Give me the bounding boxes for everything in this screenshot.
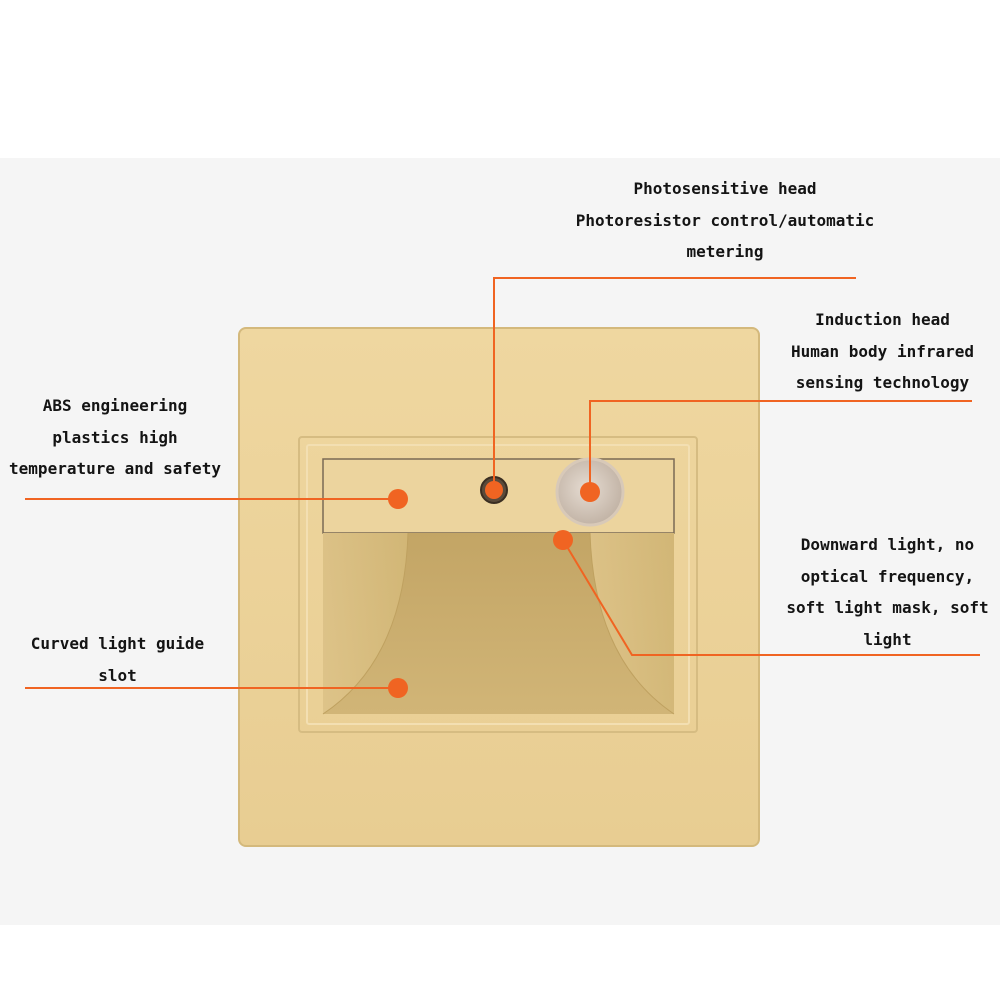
callout-dots [388, 481, 600, 698]
label-photosensitive-head: Photosensitive head Photoresistor contro… [540, 173, 910, 268]
label-line: plastics high [52, 427, 178, 447]
label-line: soft light mask, soft [786, 598, 989, 617]
label-line: ABS engineering [42, 396, 188, 415]
leader-downward [562, 539, 980, 656]
label-curved-light-guide: Curved light guide slot [10, 628, 225, 691]
dot-curved [388, 678, 408, 698]
label-line: slot [98, 665, 137, 685]
label-line: Curved light guide [30, 634, 205, 653]
label-line: Photosensitive head [633, 179, 817, 198]
label-induction-head: Induction head Human body infrared sensi… [770, 304, 995, 399]
curved-guide-right [590, 533, 674, 714]
dot-abs [388, 489, 408, 509]
curved-guide-edge-right [589, 532, 675, 715]
label-downward-light: Downward light, no optical frequency, so… [775, 529, 1000, 655]
label-line: Photoresistor control/automatic [575, 210, 875, 230]
label-line: Downward light, no [800, 535, 975, 554]
label-line: temperature and safety [9, 459, 221, 478]
label-line: sensing technology [795, 373, 970, 392]
dot-photosensitive [485, 481, 503, 499]
label-line: optical frequency, [800, 566, 975, 586]
dot-induction [580, 482, 600, 502]
dot-downward [553, 530, 573, 550]
leader-lines [25, 277, 980, 689]
curved-guide-left [323, 533, 408, 714]
label-abs-plastics: ABS engineering plastics high temperatur… [0, 390, 230, 485]
leader-induction [589, 400, 972, 492]
label-line: metering [686, 242, 764, 261]
curved-guide-edge-left [322, 532, 409, 715]
recess-frame-inner [306, 444, 690, 725]
label-line: Human body infrared [790, 341, 975, 361]
label-line: light [863, 629, 912, 649]
leader-photosensitive [493, 277, 856, 490]
label-line: Induction head [815, 310, 950, 329]
recess-frame-outer [298, 436, 698, 733]
